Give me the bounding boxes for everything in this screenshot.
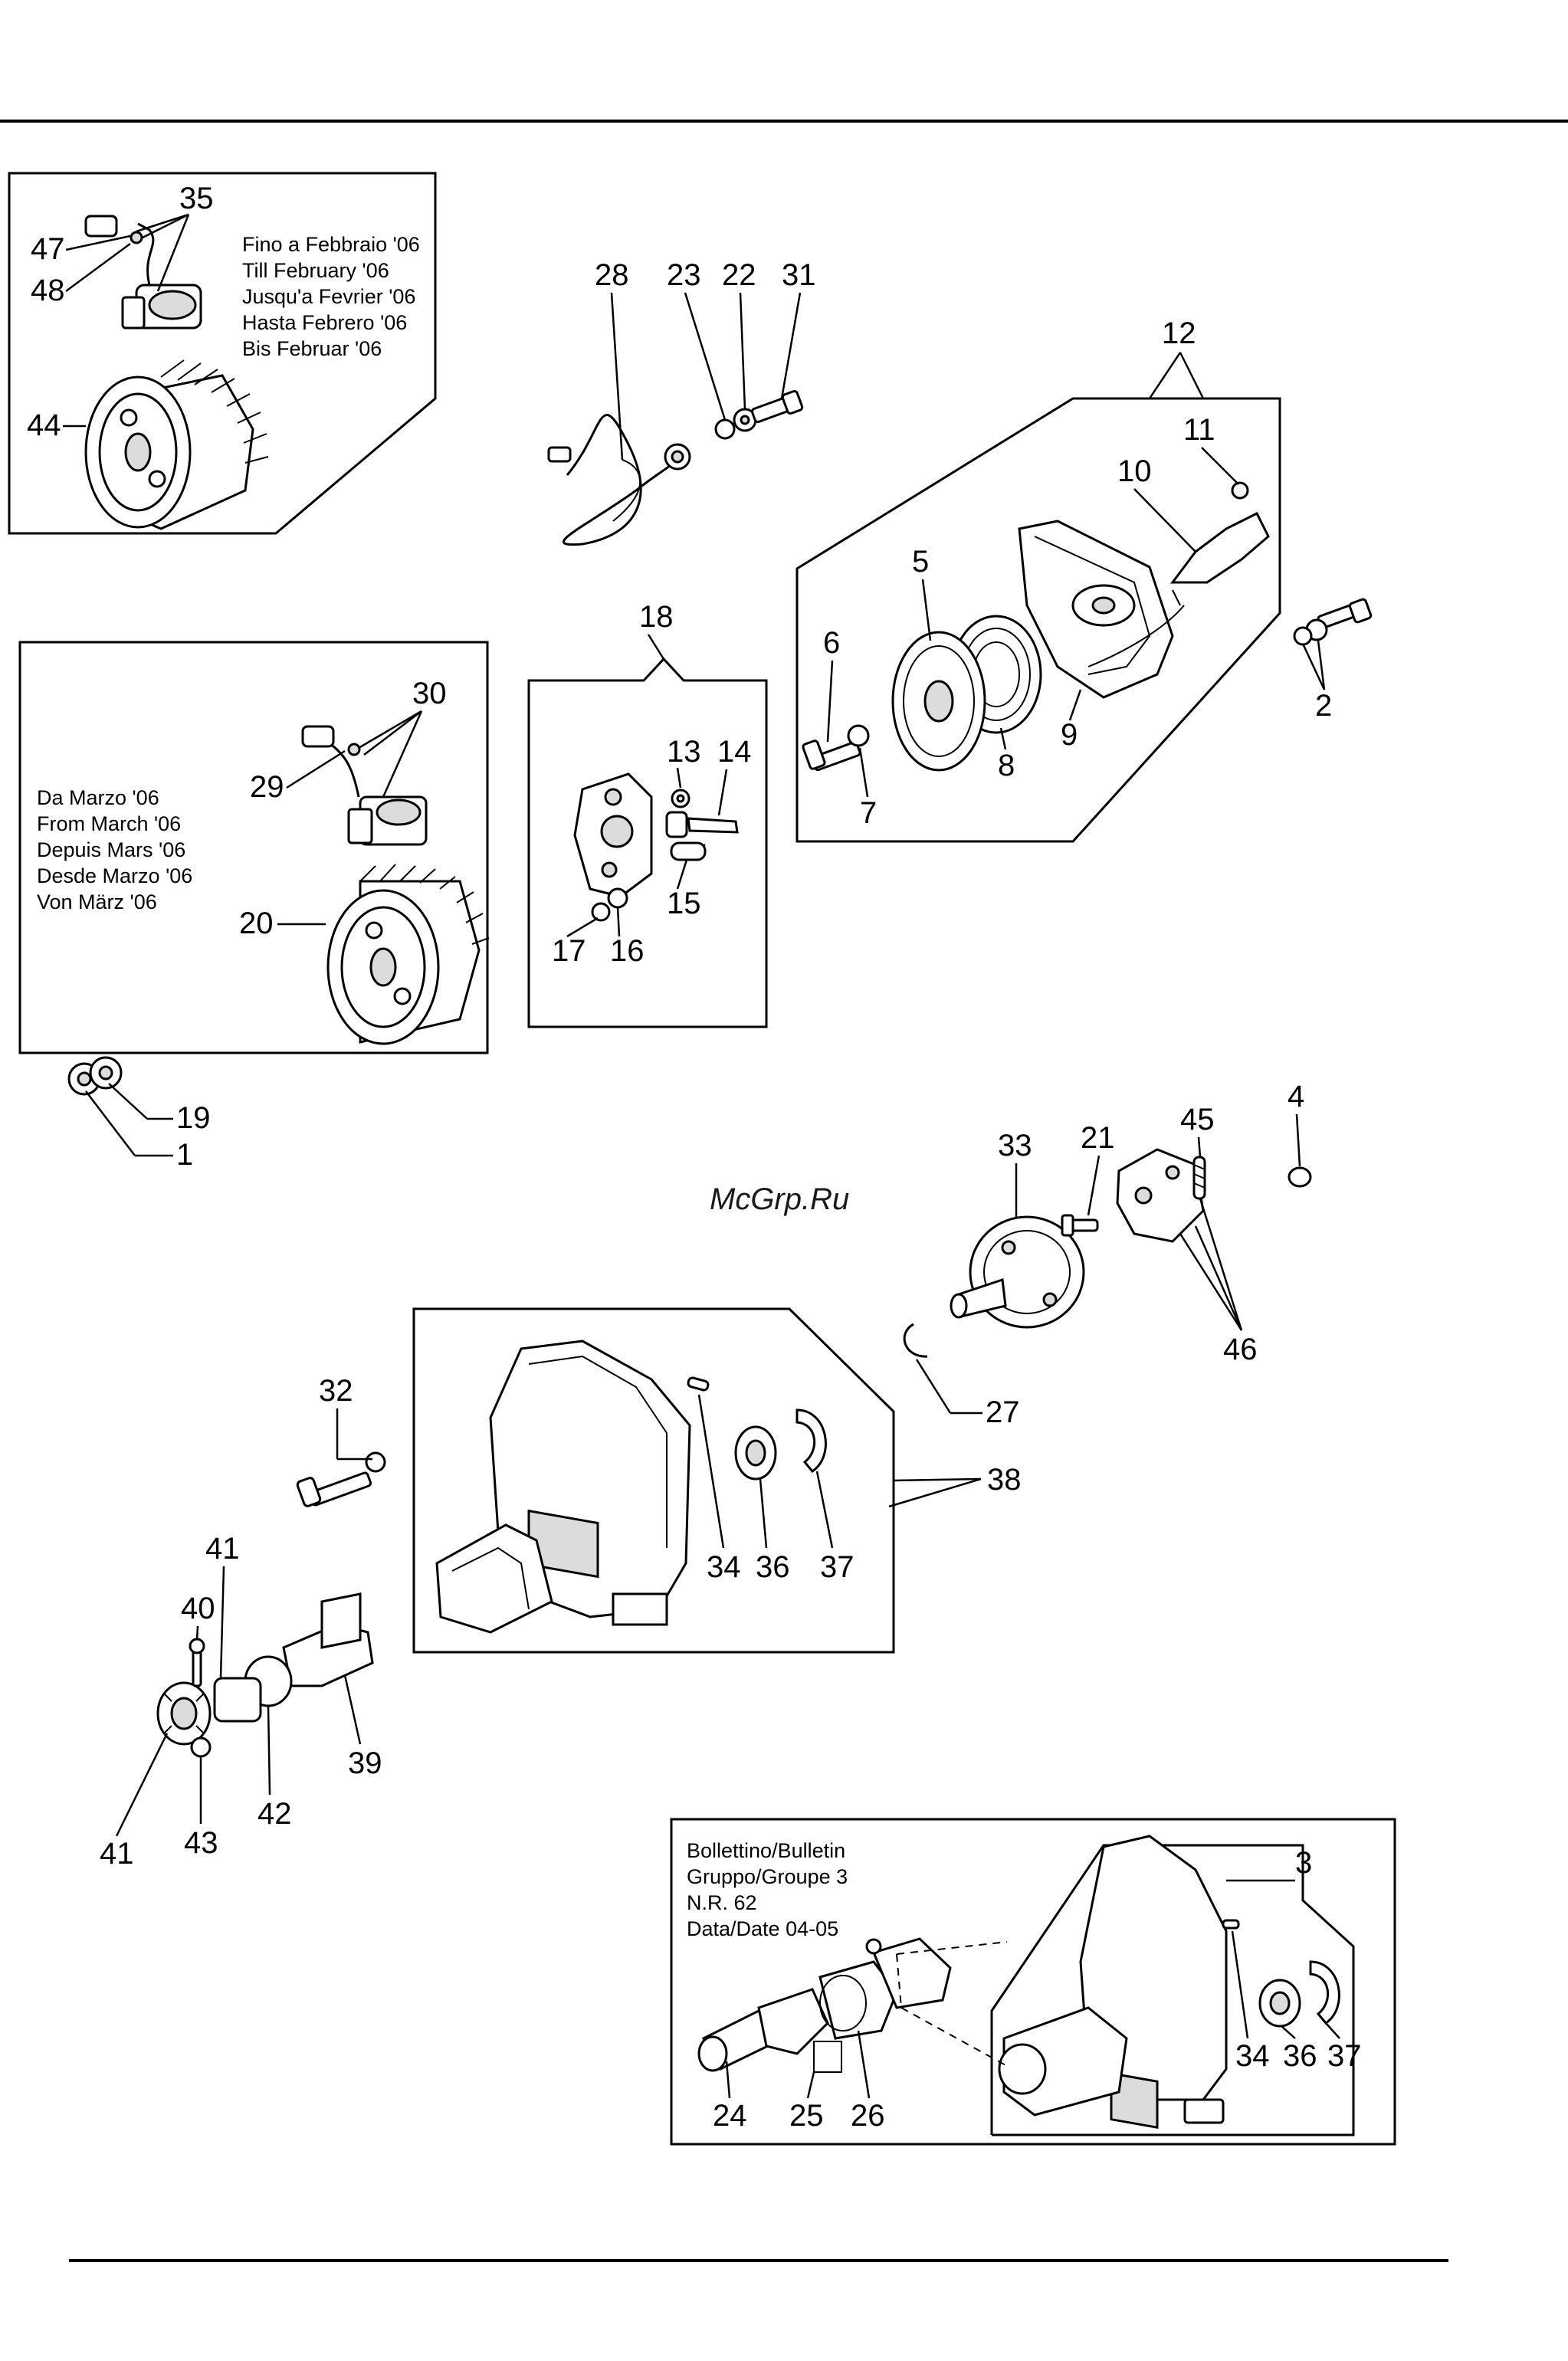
callout-13: 13 (667, 735, 701, 769)
callout-37: 37 (820, 1550, 855, 1584)
ignition-coil-new (301, 725, 428, 846)
note-line: Depuis Mars '06 (37, 838, 185, 861)
callout-47: 47 (31, 232, 65, 266)
callout-22: 22 (722, 258, 756, 292)
note-line: Bollettino/Bulletin (687, 1839, 845, 1862)
until-february-note: Fino a Febbraio '06 Till February '06 Ju… (242, 233, 420, 360)
callout-12: 12 (1162, 316, 1196, 350)
callout-35: 35 (179, 182, 214, 215)
callout-5: 5 (912, 545, 929, 579)
watermark: McGrp.Ru (710, 1182, 849, 1216)
callout-37b: 37 (1327, 2039, 1362, 2073)
flywheel-old (84, 359, 269, 530)
callout-33: 33 (998, 1129, 1032, 1162)
callout-1: 1 (176, 1138, 193, 1172)
callout-28: 28 (595, 258, 629, 292)
callout-44: 44 (27, 408, 61, 442)
note-line: Fino a Febbraio '06 (242, 233, 420, 256)
callout-25: 25 (789, 2099, 824, 2133)
group-frame (8, 172, 437, 535)
bulletin-note: Bollettino/Bulletin Gruppo/Groupe 3 N.R.… (687, 1839, 848, 1940)
note-line: Desde Marzo '06 (37, 864, 192, 887)
callout-46: 46 (1223, 1333, 1258, 1366)
group-frame (670, 1818, 1396, 2146)
callout-10: 10 (1117, 454, 1152, 488)
housing-screws (1293, 598, 1373, 646)
note-line: Von März '06 (37, 890, 157, 913)
callout-38: 38 (987, 1463, 1022, 1497)
callout-9: 9 (1061, 718, 1078, 752)
note-line: Data/Date 04-05 (687, 1917, 838, 1940)
callout-19: 19 (176, 1101, 211, 1135)
callout-7: 7 (860, 796, 877, 830)
group-from-march: 30 29 20 Da Marzo '06 From March '06 Dep… (18, 641, 490, 1054)
group-18 (527, 657, 768, 1028)
callout-39: 39 (348, 1746, 382, 1780)
bulletin-group: Bollettino/Bulletin Gruppo/Groupe 3 N.R.… (670, 1818, 1396, 2146)
nut-and-washer (67, 1056, 123, 1096)
group-frame (795, 397, 1281, 843)
callout-42: 42 (258, 1797, 292, 1831)
screw-and-washer (296, 1451, 386, 1507)
callout-40: 40 (181, 1592, 215, 1625)
callout-17: 17 (552, 934, 586, 968)
group-until-february: 35 47 48 44 Fino a Febbraio '06 Till Feb… (8, 172, 437, 535)
callout-41: 41 (205, 1532, 240, 1566)
stop-switch-wire (547, 414, 691, 546)
callout-43: 43 (184, 1826, 218, 1860)
callout-34: 34 (707, 1550, 741, 1584)
callout-4: 4 (1288, 1080, 1304, 1113)
note-line: Bis Februar '06 (242, 337, 382, 360)
callout-6: 6 (823, 626, 840, 660)
callout-27: 27 (986, 1395, 1020, 1429)
callout-3: 3 (1295, 1846, 1312, 1880)
group-frame (412, 1307, 895, 1654)
callout-15: 15 (667, 887, 701, 920)
callout-26: 26 (851, 2099, 885, 2133)
callout-23: 23 (667, 258, 701, 292)
callout-34b: 34 (1235, 2039, 1270, 2073)
callout-16: 16 (610, 934, 645, 968)
callout-31: 31 (782, 258, 816, 292)
callout-24: 24 (713, 2099, 747, 2133)
ignition-coil-old (84, 215, 202, 330)
callout-45: 45 (1180, 1103, 1215, 1136)
callout-41b: 41 (100, 1837, 134, 1871)
callout-36b: 36 (1283, 2039, 1317, 2073)
note-line: Hasta Febrero '06 (242, 311, 407, 334)
callout-11: 11 (1183, 413, 1215, 447)
from-march-note: Da Marzo '06 From March '06 Depuis Mars … (37, 786, 192, 913)
note-line: Till February '06 (242, 259, 389, 282)
note-line: From March '06 (37, 812, 181, 835)
group-frame (18, 641, 489, 1054)
group-frame (527, 657, 768, 1028)
callout-18: 18 (639, 600, 674, 634)
callout-14: 14 (717, 735, 752, 769)
callout-48: 48 (31, 274, 65, 307)
fan-housing-group (412, 1307, 895, 1654)
shaft-coupling-assembly (156, 1592, 374, 1758)
callout-21: 21 (1081, 1121, 1115, 1155)
callout-32: 32 (319, 1374, 353, 1408)
recoil-starter-group (795, 397, 1281, 843)
note-line: Gruppo/Groupe 3 (687, 1865, 848, 1888)
callout-2: 2 (1315, 689, 1332, 723)
note-line: Jusqu'a Fevrier '06 (242, 285, 415, 308)
callout-30: 30 (412, 677, 447, 710)
callout-29: 29 (250, 770, 284, 804)
washer-nut-bolt (714, 389, 804, 440)
note-line: N.R. 62 (687, 1891, 757, 1914)
clutch-drum-and-shoes (903, 1148, 1312, 1358)
note-line: Da Marzo '06 (37, 786, 159, 809)
callout-36: 36 (756, 1550, 790, 1584)
callout-8: 8 (998, 749, 1015, 782)
callout-20: 20 (239, 907, 274, 940)
flywheel-new (326, 864, 490, 1045)
